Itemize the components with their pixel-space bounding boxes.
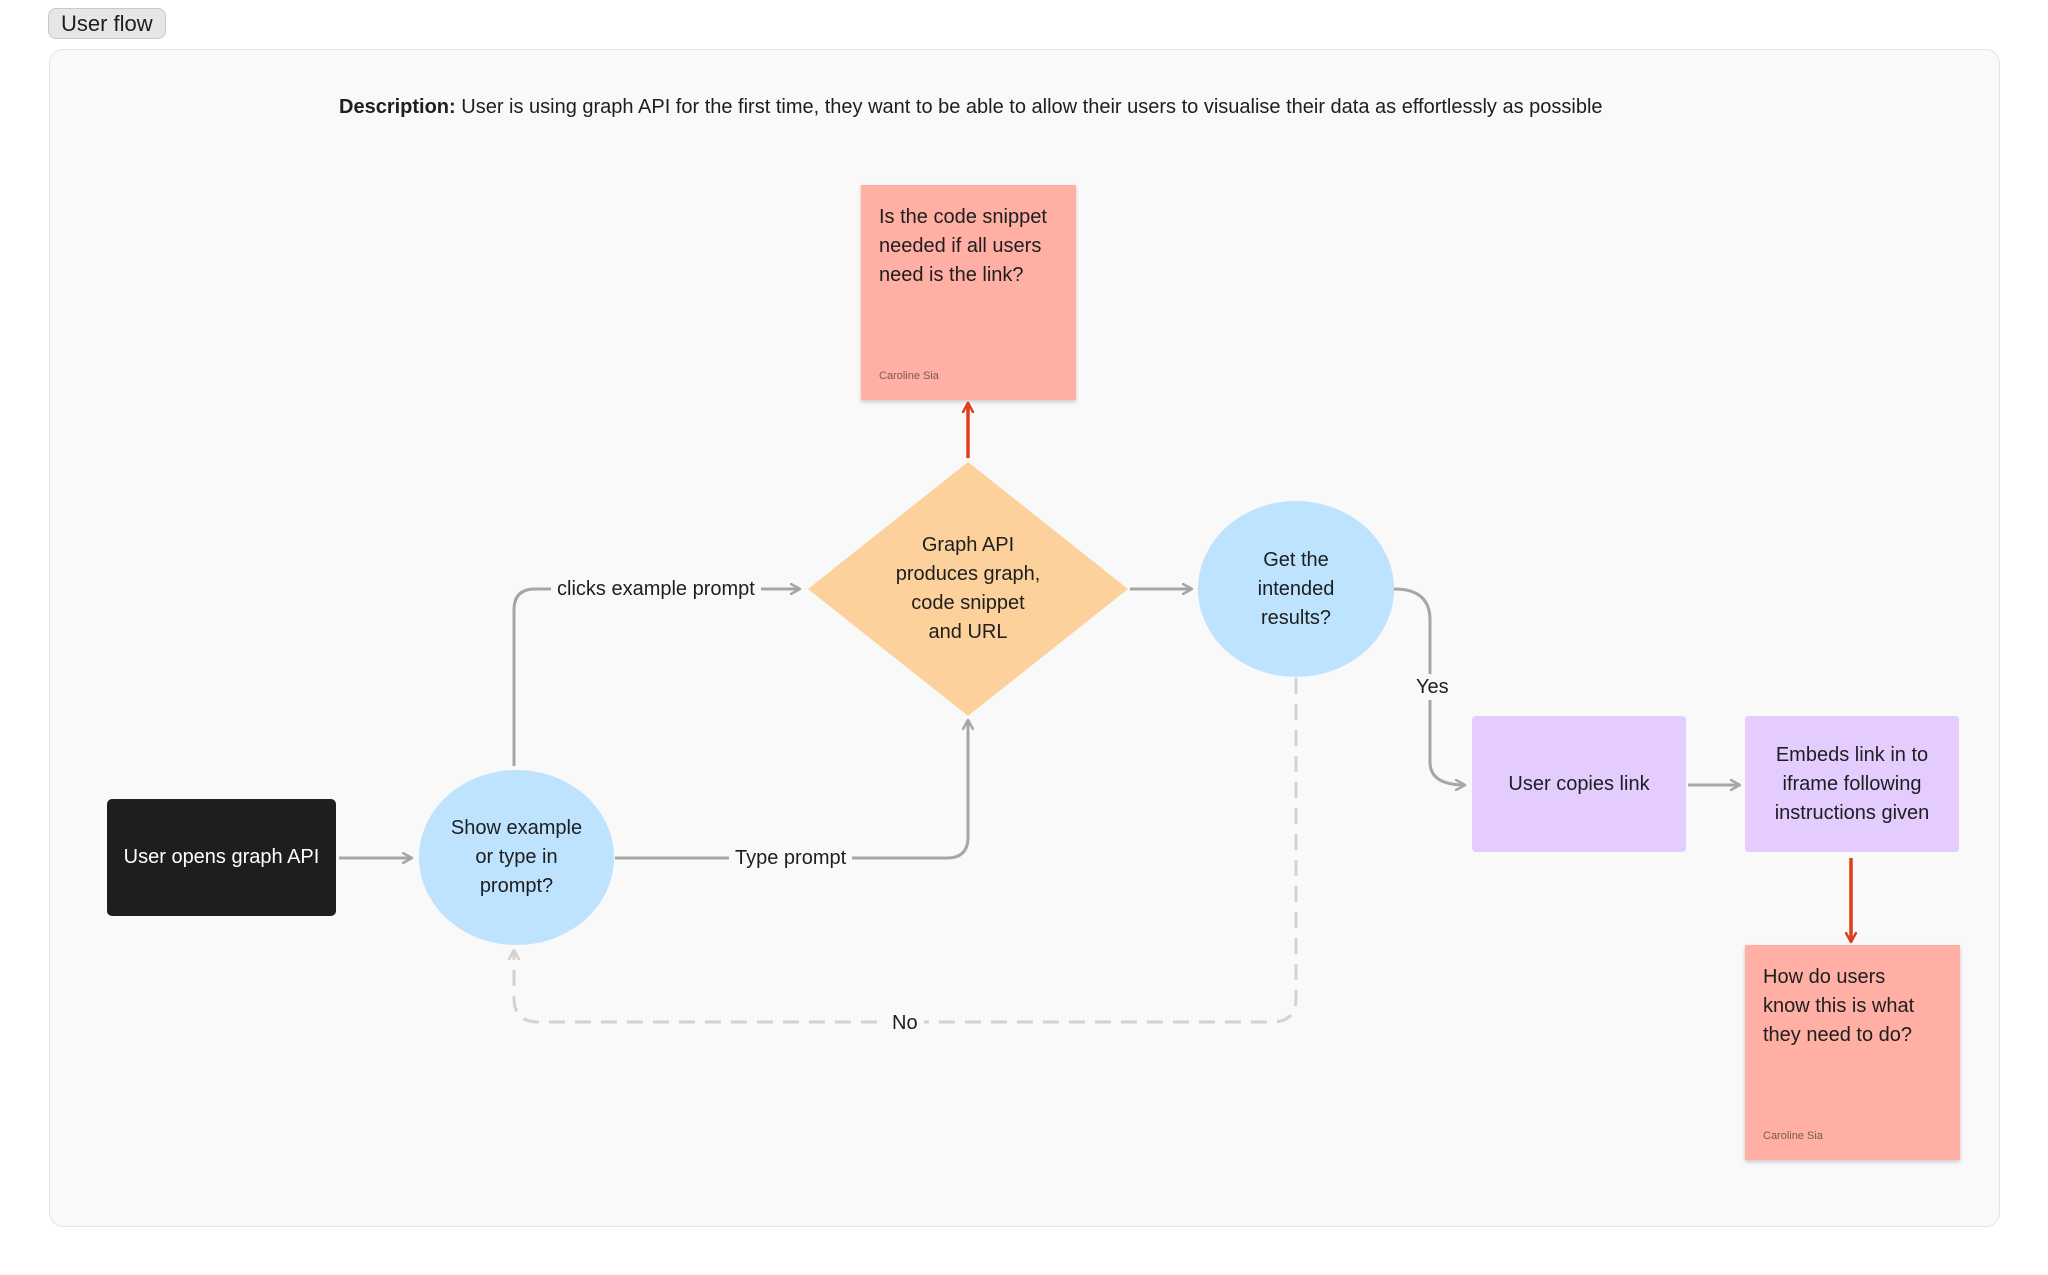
description: Description: User is using graph API for…: [339, 94, 1739, 120]
sticky-note-text: How do users know this is what they need…: [1763, 966, 1915, 1046]
connector-type-prompt: [615, 720, 968, 860]
graph-api-diamond-shape[interactable]: [808, 462, 1128, 716]
copy-link-node[interactable]: User copies link: [1472, 716, 1686, 852]
start-node[interactable]: User opens graph API: [107, 799, 336, 916]
sticky-note-user-guidance[interactable]: How do users know this is what they need…: [1745, 945, 1960, 1160]
sticky-note-author: Caroline Sia: [879, 370, 939, 382]
choice-decision-node[interactable]: Show example or type in prompt?: [419, 770, 614, 945]
graph-api-node-label[interactable]: Graph API produces graph, code snippet a…: [895, 534, 1041, 643]
edge-label-yes: Yes: [1410, 674, 1455, 700]
connector-no: [514, 678, 1298, 1024]
sticky-note-author: Caroline Sia: [1763, 1130, 1823, 1142]
section-title-tag[interactable]: User flow: [48, 8, 166, 39]
connector-clicks-example: [512, 589, 800, 766]
edge-label-no: No: [886, 1010, 924, 1036]
edge-label-type-prompt: Type prompt: [729, 845, 853, 871]
sticky-note-text: Is the code snippet needed if all users …: [879, 206, 1047, 286]
embed-link-node[interactable]: Embeds link in to iframe following instr…: [1745, 716, 1959, 852]
sticky-note-code-snippet[interactable]: Is the code snippet needed if all users …: [861, 185, 1076, 400]
description-text: User is using graph API for the first ti…: [461, 96, 1603, 118]
intended-results-decision-node[interactable]: Get the intended results?: [1198, 501, 1394, 677]
edge-label-clicks-example: clicks example prompt: [551, 576, 761, 602]
description-label: Description:: [339, 96, 456, 118]
